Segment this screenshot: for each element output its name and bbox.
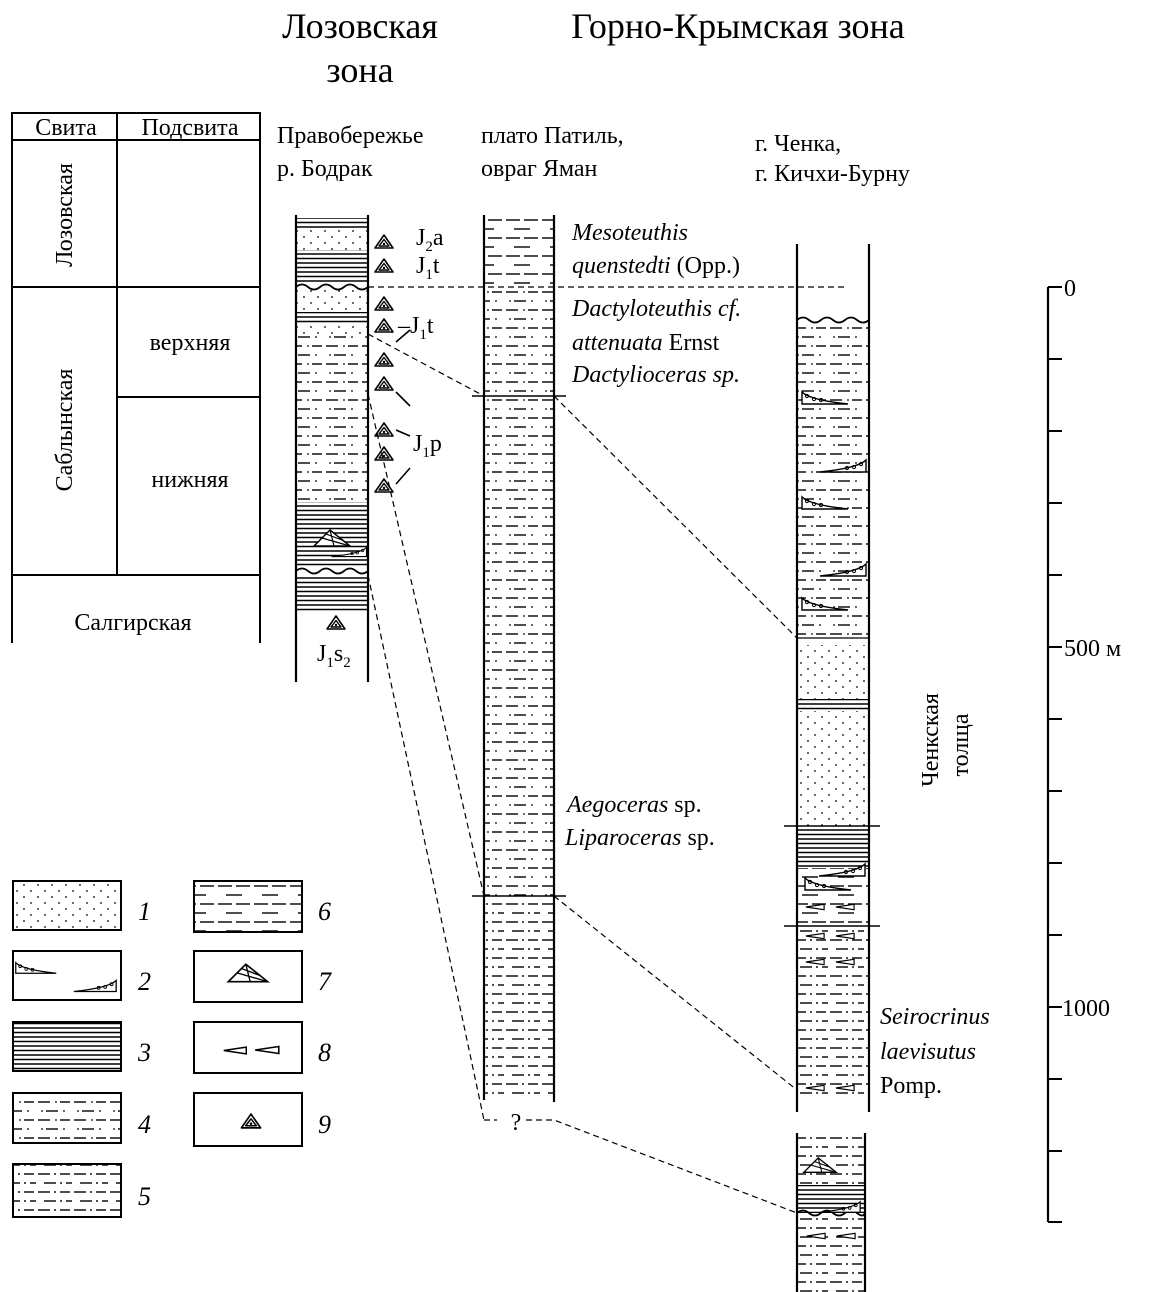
legend-number-4: 4 [138, 1110, 151, 1139]
age-label-j1s2: J1s2 [317, 641, 351, 671]
patil-fossils: Mesoteuthis quenstedti (Opp.) Dactyloteu… [564, 220, 741, 851]
table-header-svita: Свита [35, 115, 97, 141]
ammonite-icon [374, 352, 394, 367]
ammonite-icon [374, 376, 394, 391]
column-patil: ? [472, 215, 566, 1136]
table-svita-lozovskaya: Лозовская [52, 163, 78, 267]
chenka-formation-label: Ченкская толща [918, 693, 974, 787]
stratigraphy-table: Свита Подсвита Лозовская Саблынская верх… [11, 112, 261, 643]
legend-swatch-3 [12, 1021, 122, 1072]
ammonite-icon [374, 478, 394, 493]
fossil-laevisutus: laevisutus [880, 1039, 976, 1065]
ammonite-icon [374, 296, 394, 311]
table-header-podsvita: Подсвита [141, 115, 238, 141]
fossil-attenuata: attenuata Ernst [572, 330, 720, 356]
age-label-j1p: J1p [413, 431, 442, 461]
correlation-lines [367, 286, 848, 1214]
ammonite-icon [374, 318, 394, 333]
age-label-j1t-upper: J1t [416, 253, 440, 283]
fossil-aegoceras: Aegoceras sp. [565, 792, 702, 818]
column-bodrak [294, 215, 370, 682]
zone-title-lozovskaya-2: зона [326, 50, 393, 90]
zone-title-gorno-krymskaya: Горно-Крымская зона [571, 6, 905, 46]
legend-number-3: 3 [137, 1038, 151, 1067]
fossil-mesoteuthis: Mesoteuthis [571, 220, 688, 246]
legend-number-2: 2 [138, 967, 151, 996]
legend-number-8: 8 [318, 1038, 331, 1067]
section-header-bodrak-1: Правобережье [277, 123, 424, 149]
table-svita-sablynskaya: Саблынская [52, 369, 78, 492]
column-chenka-lower [795, 1133, 867, 1292]
thickness-scale: 0 500 м 1000 [1046, 276, 1121, 1223]
fossil-liparoceras: Liparoceras sp. [564, 825, 715, 851]
legend-number-1: 1 [138, 897, 151, 926]
fossil-dactylioceras: Dactylioceras sp. [571, 362, 740, 388]
legend-number-7: 7 [318, 967, 332, 996]
fossil-dactyloteuthis: Dactyloteuthis cf. [571, 296, 741, 322]
formation-label-1: Ченкская [918, 693, 944, 787]
section-header-patil-2: овраг Яман [481, 156, 598, 182]
ammonite-icon [374, 446, 394, 461]
legend-swatch-5 [12, 1163, 122, 1218]
scale-label-500: 500 м [1064, 636, 1121, 662]
age-label-j2a: J2a [416, 225, 444, 255]
legend-number-5: 5 [138, 1182, 151, 1211]
table-podsvita-lower: нижняя [151, 467, 228, 493]
section-header-bodrak-2: р. Бодрак [277, 156, 373, 182]
legend-number-6: 6 [318, 897, 331, 926]
unknown-base-mark: ? [511, 1110, 522, 1136]
fossil-quenstedti: quenstedti (Opp.) [572, 253, 740, 279]
chenka-fossils: Seirocrinus laevisutus Pomp. [880, 1004, 990, 1099]
table-podsvita-upper: верхняя [150, 330, 231, 356]
zone-title-lozovskaya-1: Лозовская [282, 6, 438, 46]
legend-swatch-1 [12, 880, 122, 931]
column-chenka [784, 244, 880, 1112]
section-header-chenka-2: г. Кичхи-Бурну [755, 161, 910, 187]
fossil-pomp: Pomp. [880, 1073, 942, 1099]
section-header-chenka-1: г. Ченка, [755, 131, 841, 157]
ammonite-icon [374, 258, 394, 273]
fossil-seirocrinus: Seirocrinus [880, 1004, 990, 1030]
scale-label-1000: 1000 [1062, 996, 1110, 1022]
ammonite-icon [326, 615, 346, 630]
legend-swatch-8 [193, 1021, 303, 1074]
ammonite-icon [374, 234, 394, 249]
formation-label-2: толща [948, 713, 974, 776]
legend: 1 2 3 4 5 6 7 8 9 [12, 880, 332, 1218]
section-header-patil-1: плато Патиль, [481, 123, 624, 149]
legend-swatch-2 [12, 950, 122, 1001]
age-label-j1t-lower: –J1t [397, 313, 434, 343]
legend-number-9: 9 [318, 1110, 331, 1139]
bodrak-age-markers: J2a J1t –J1t J1p J1s2 [317, 225, 444, 671]
table-svita-salgirskaya: Салгирская [74, 610, 191, 636]
scale-label-0: 0 [1064, 276, 1076, 302]
legend-swatch-6 [193, 880, 303, 933]
legend-swatch-4 [12, 1092, 122, 1144]
